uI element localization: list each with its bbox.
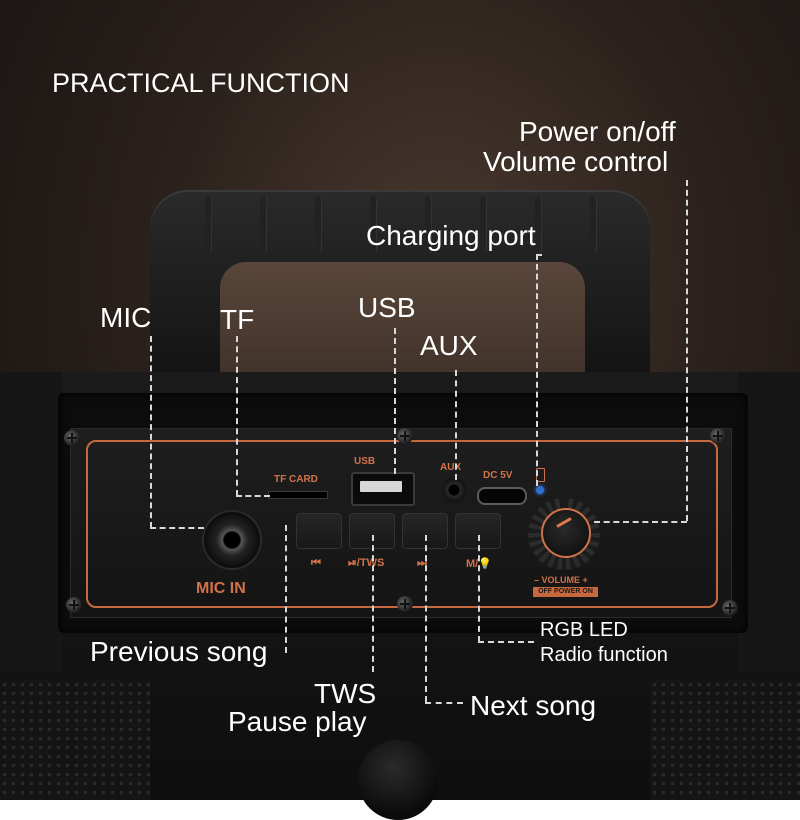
handle-rib (425, 196, 431, 254)
callout-charging: Charging port (366, 220, 536, 251)
aux-jack[interactable] (442, 478, 466, 502)
leader-line (425, 702, 463, 704)
screw-icon (64, 430, 80, 446)
leader-line (150, 527, 204, 529)
callout-volume: Volume control (483, 146, 669, 177)
leader-line (455, 370, 457, 480)
handle-rib (260, 196, 266, 254)
leader-line (478, 535, 480, 642)
previous-icon: ⏮ (311, 557, 321, 569)
tf-card-label: TF CARD (274, 474, 318, 485)
callout-radio: Radio function (540, 644, 668, 666)
screw-icon (66, 597, 82, 613)
leader-line (394, 328, 396, 474)
leader-line (536, 254, 538, 486)
handle-rib (370, 196, 376, 254)
leader-line (536, 254, 542, 256)
leader-line (425, 535, 427, 702)
leader-line (236, 495, 270, 497)
side-panel-right (738, 372, 800, 672)
mic-jack[interactable] (202, 510, 262, 570)
screw-icon (710, 428, 726, 444)
mode-light-button[interactable] (455, 513, 501, 549)
callout-usb: USB (358, 292, 416, 323)
callout-aux: AUX (420, 330, 478, 361)
tf-card-slot[interactable] (268, 491, 328, 499)
handle-rib (205, 196, 211, 254)
leader-line (372, 535, 374, 672)
play-tws-icon: ⏯/TWS (348, 557, 385, 569)
aux-label: AUX (440, 462, 462, 473)
screw-icon (722, 600, 738, 616)
leader-line (594, 521, 687, 523)
control-panel (70, 428, 732, 618)
volume-knob-cap (541, 508, 591, 558)
callout-previous: Previous song (90, 636, 268, 667)
usb-label: USB (354, 456, 376, 467)
speaker-foot (358, 740, 438, 820)
screw-icon (397, 428, 413, 444)
callout-mic: MIC (100, 302, 152, 333)
dc-charging-port[interactable] (477, 487, 527, 505)
speaker-grill-left (0, 680, 150, 800)
callout-next: Next song (470, 690, 597, 721)
charge-led-icon (536, 486, 544, 494)
callout-rgb: RGB LED (540, 619, 628, 641)
leader-line (285, 525, 287, 653)
side-panel-left (0, 372, 62, 672)
leader-line (236, 336, 238, 496)
callout-power: Power on/off (519, 116, 676, 147)
handle-rib (315, 196, 321, 254)
handle-rib (535, 196, 541, 254)
handle-rib (590, 196, 596, 254)
next-icon: ⏭ (417, 557, 427, 569)
dc-label: DC 5V (483, 470, 513, 481)
leader-line (478, 641, 534, 643)
power-label: OFF POWER ON (533, 587, 598, 597)
callout-pause: Pause play (228, 706, 367, 737)
callout-tf: TF (220, 304, 255, 335)
page-title: PRACTICAL FUNCTION (52, 68, 350, 98)
callout-tws: TWS (314, 678, 377, 709)
screw-icon (397, 596, 413, 612)
mic-in-label: MIC IN (196, 580, 246, 597)
volume-label: – VOLUME + (534, 575, 588, 585)
handle-rib (480, 196, 486, 254)
speaker-grill-right (650, 680, 800, 800)
leader-line (150, 336, 152, 528)
previous-button[interactable] (296, 513, 342, 549)
leader-line (686, 180, 688, 521)
usb-port-contact (360, 481, 402, 492)
